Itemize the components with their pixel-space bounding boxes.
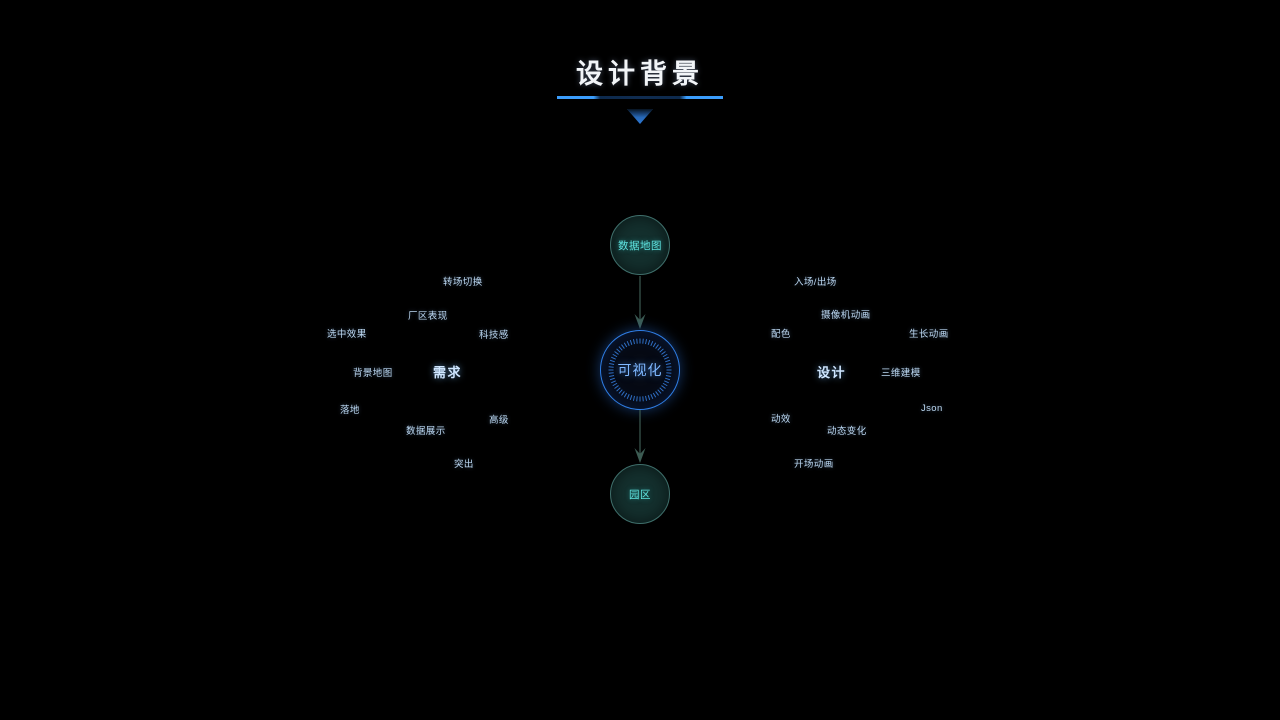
node-park[interactable]: 园区	[610, 464, 670, 524]
cluster-left-keyword: 高级	[489, 415, 509, 426]
connector-center-to-bottom	[634, 410, 646, 463]
node-data-map-label: 数据地图	[618, 239, 662, 252]
cluster-right-keyword: 摄像机动画	[821, 310, 871, 321]
cluster-right-keyword: 动效	[771, 414, 791, 425]
cluster-left-keyword: 背景地图	[353, 368, 393, 379]
cluster-left-keyword: 突出	[454, 459, 474, 470]
cluster-left-keyword: 落地	[340, 405, 360, 416]
cluster-left-keyword: 厂区表现	[408, 311, 448, 322]
title-divider	[557, 96, 723, 99]
node-visualization-label: 可视化	[617, 362, 663, 378]
cluster-right-keyword: 生长动画	[909, 329, 949, 340]
cluster-left-keyword: 选中效果	[327, 329, 367, 340]
cluster-right-keyword: 入场/出场	[794, 277, 837, 288]
cluster-right-keyword: 三维建模	[881, 368, 921, 379]
caret-down-icon	[627, 109, 653, 124]
cluster-right-keyword: 配色	[771, 329, 791, 340]
cluster-left-heading: 需求	[433, 365, 463, 380]
node-data-map[interactable]: 数据地图	[610, 215, 670, 275]
node-visualization[interactable]: 可视化	[600, 330, 680, 410]
cluster-right-keyword: 开场动画	[794, 459, 834, 470]
connector-top-to-center	[634, 276, 646, 329]
cluster-right-heading: 设计	[817, 365, 847, 380]
node-park-label: 园区	[629, 488, 651, 501]
cluster-left-keyword: 科技感	[479, 330, 509, 341]
cluster-right-keyword: 动态变化	[827, 426, 867, 437]
page-title: 设计背景	[576, 59, 704, 89]
cluster-right-keyword: Json	[921, 403, 943, 414]
cluster-left-keyword: 数据展示	[406, 426, 446, 437]
cluster-left-keyword: 转场切换	[443, 277, 483, 288]
